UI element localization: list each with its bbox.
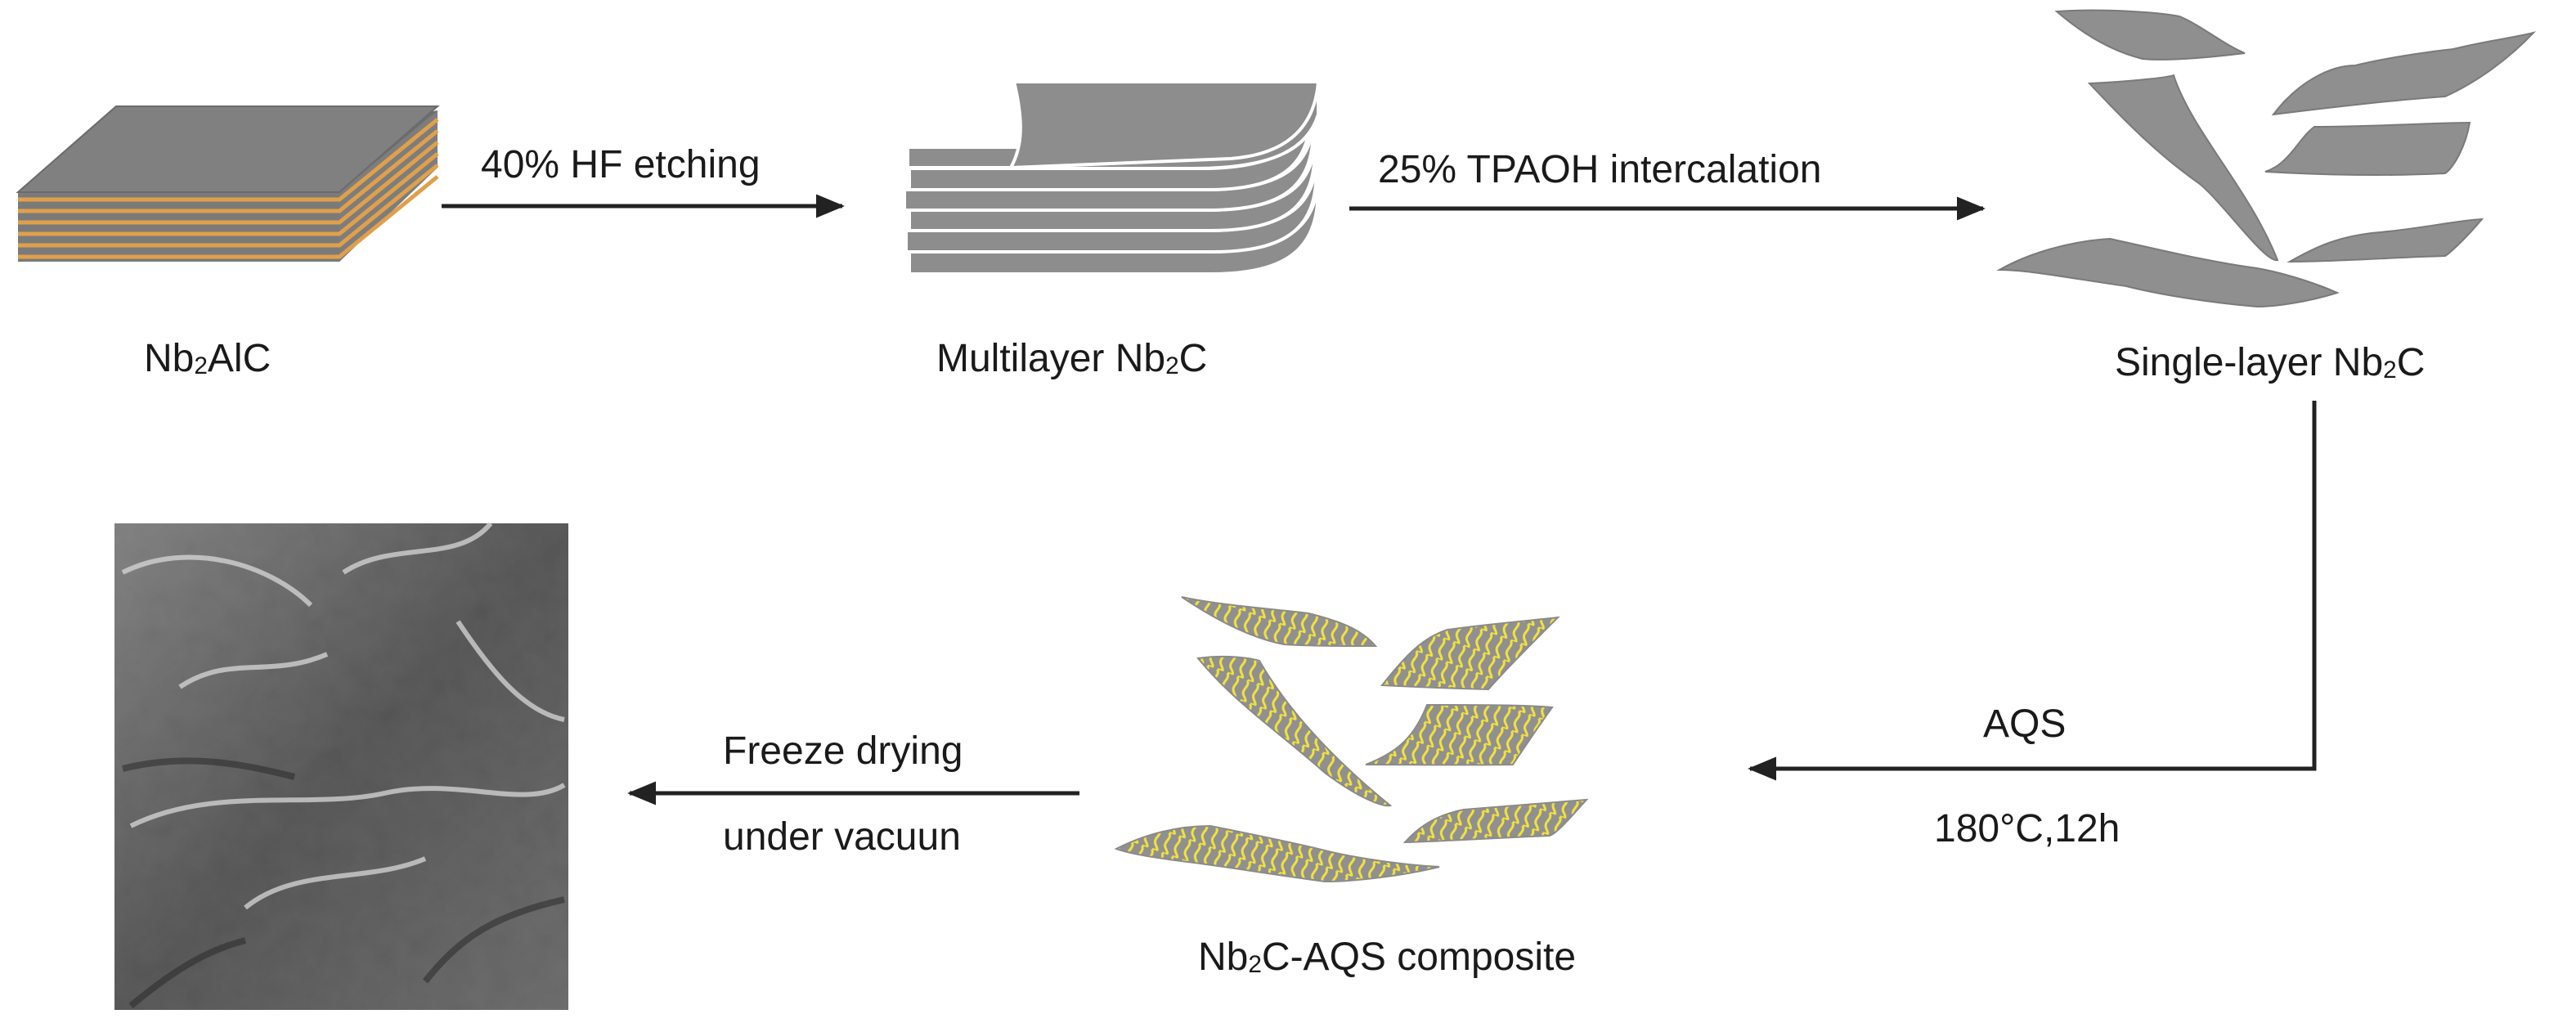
single-layer-flakes-icon <box>1996 9 2537 308</box>
freeze-drying-label: Freeze drying <box>723 729 963 773</box>
max-phase-label: Nb2AlC <box>144 337 272 380</box>
composite-label: Nb2C-AQS composite <box>1198 936 1577 979</box>
multilayer-sheets-icon <box>903 80 1321 276</box>
composite-flakes-icon <box>1114 596 1589 883</box>
aqs-arrow <box>1748 401 2317 781</box>
max-phase-block-icon <box>16 105 440 262</box>
single-layer-label: Single-layer Nb2C <box>2115 341 2426 384</box>
aqs-label: AQS <box>1983 702 2067 746</box>
aqs-conditions-label: 180°C,12h <box>1934 807 2120 850</box>
vacuum-label: under vacuun <box>723 815 961 859</box>
sem-micrograph-image <box>114 522 568 1010</box>
etching-label: 40% HF etching <box>481 143 761 186</box>
intercalation-label: 25% TPAOH intercalation <box>1378 148 1822 191</box>
multilayer-label: Multilayer Nb2C <box>936 337 1208 380</box>
